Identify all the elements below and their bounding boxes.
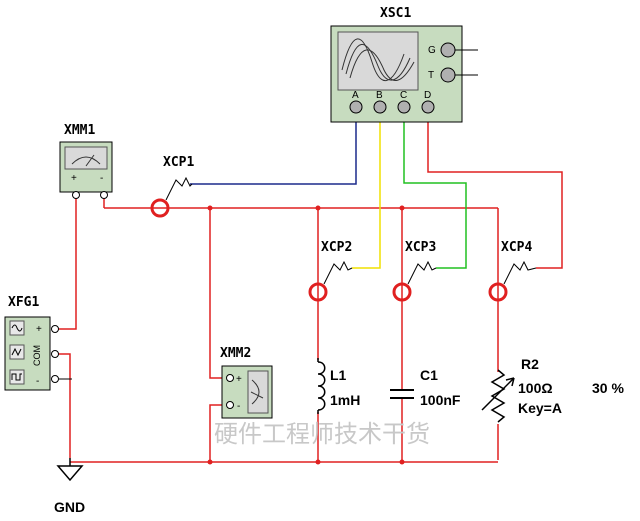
ground-icon [56,458,84,482]
capacitor-plates-icon [390,389,414,399]
channel-b-label: B [376,90,383,101]
capacitor-value: 100nF [420,392,461,408]
xfg1-com-wire [56,353,71,458]
xmm1-label: XMM1 [64,123,95,138]
channel-d-wire [427,107,563,269]
junction-dot [315,459,321,465]
current-probe-xcp1[interactable]: XCP1 [150,155,194,218]
probe-clamp-icon [308,282,328,302]
junction-dot [207,205,213,211]
capacitor-c1[interactable]: C1 100nF [390,367,461,408]
xfg1-plus-label: + [36,324,42,335]
xmm1-display [64,146,108,170]
channel-d-label: D [424,90,431,101]
current-probe-xcp2[interactable]: XCP2 [308,240,353,302]
xmm2-minus-terminal[interactable] [226,401,234,409]
xmm2-label: XMM2 [220,346,251,361]
resistor-name: R2 [521,356,539,372]
xsc1-label: XSC1 [380,6,411,21]
xcp1-label: XCP1 [163,155,194,170]
channel-c-terminal[interactable] [397,100,411,114]
xcp2-label: XCP2 [321,240,352,255]
inductor-l1[interactable]: L1 1mH [312,358,360,414]
oscilloscope-xsc1[interactable]: XSC1 G T A B C D [330,6,478,123]
trigger-t-terminal[interactable] [440,67,456,83]
trigger-leads [455,49,478,76]
resistor-zigzag-icon [490,369,506,423]
meter-needle-icon [85,154,95,167]
xfg1-com-terminal[interactable] [51,350,59,358]
channel-a-label: A [352,90,359,101]
multimeter-xmm2[interactable]: XMM2 + - [220,346,273,419]
main-wires [56,107,563,463]
probe-lead [165,176,193,201]
meter-dial-icon [71,156,101,165]
resistor-value: 100Ω [518,380,553,396]
xfg1-minus-terminal[interactable] [51,375,59,383]
variable-arrow-icon [481,377,515,411]
channel-b-terminal[interactable] [373,100,387,114]
xmm1-plus-terminal[interactable] [72,191,80,199]
probe-clamp-icon [392,282,412,302]
xfg1-label: XFG1 [8,295,39,310]
channel-c-wire [403,107,467,269]
xmm1-minus-label: - [100,173,103,184]
junction-dot [315,205,321,211]
trigger-g-terminal[interactable] [440,42,456,58]
channel-a-terminal[interactable] [349,100,363,114]
xfg1-plus-terminal[interactable] [51,325,59,333]
resistor-setting: 30 % [592,380,624,396]
trigger-g-label: G [428,45,436,56]
multimeter-xmm1[interactable]: XMM1 + - [59,123,113,199]
xmm2-plus-label: + [236,374,242,385]
function-generator-xfg1[interactable]: XFG1 + COM - [4,295,72,391]
xmm1-plus-wire [56,198,77,330]
probe-lead [323,260,353,285]
trigger-t-label: T [428,70,434,81]
xmm1-plus-label: + [71,173,77,184]
probe-clamp-icon [488,282,508,302]
channel-a-wire [190,107,357,185]
inductor-value: 1mH [330,392,360,408]
inductor-coil-icon [317,361,326,411]
meter-needle-icon [250,391,264,399]
probe-lead [407,260,437,285]
xfg1-minus-label: - [36,376,39,387]
channel-d-terminal[interactable] [421,100,435,114]
capacitor-name: C1 [420,367,438,383]
xmm2-plus-terminal[interactable] [226,374,234,382]
current-probe-xcp3[interactable]: XCP3 [392,240,437,302]
xcp3-label: XCP3 [405,240,436,255]
meter-dial-icon [251,379,260,405]
channel-c-label: C [400,90,407,101]
xfg1-com-label: COM [32,345,42,366]
channel-b-wire [352,107,381,269]
potentiometer-r2[interactable]: R2 100Ω Key=A 30 % [481,356,624,424]
probe-lead [503,260,537,285]
junction-dot [399,459,405,465]
inductor-name: L1 [330,367,347,383]
probe-clamp-icon [150,198,170,218]
junction-dots [207,205,405,465]
watermark-text: 硬件工程师技术干货 [214,420,430,448]
ground-symbol: GND [54,458,85,515]
oscilloscope-screen [337,31,419,91]
current-probe-xcp4[interactable]: XCP4 [488,240,537,302]
xmm2-minus-label: - [237,401,240,412]
ground-label: GND [54,499,85,515]
junction-dot [399,205,405,211]
xcp4-label: XCP4 [501,240,532,255]
junction-dot [207,459,213,465]
resistor-key: Key=A [518,400,562,416]
xmm1-minus-terminal[interactable] [100,191,108,199]
waveform-icon [341,38,415,82]
